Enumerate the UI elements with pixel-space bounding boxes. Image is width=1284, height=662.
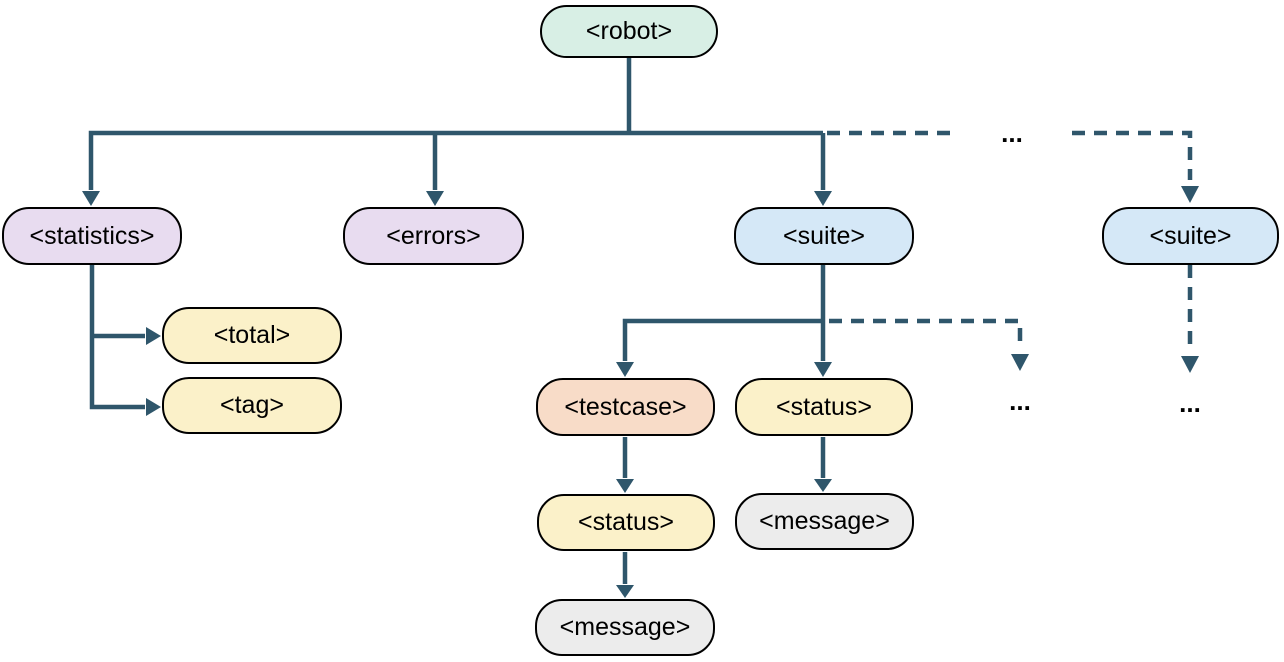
node-total-label: <total> [213,321,291,349]
node-suite-more: <suite> [1102,207,1279,265]
arrowhead-testcase-status [616,479,634,493]
node-testcase-message-label: <message> [559,613,691,641]
node-testcase-message: <message> [535,599,715,656]
arrowhead-suite-status [814,362,832,377]
ellipsis-more-suite-children: ... [1009,386,1031,416]
ellipsis-more-suites: ... [1001,118,1023,148]
node-errors-label: <errors> [386,221,481,250]
edge-statistics-spine-tag [89,265,145,410]
node-testcase-status: <status> [537,494,715,551]
node-suite-status: <status> [735,378,913,436]
node-tag-label: <tag> [220,391,284,419]
arrowhead-suite-more [1181,186,1199,203]
node-tag: <tag> [162,377,342,434]
node-suite-label: <suite> [782,221,865,250]
arrowhead-tag [146,398,161,416]
node-testcase-label: <testcase> [564,392,687,421]
node-suite: <suite> [734,207,914,265]
arrowhead-errors [426,191,444,206]
arrowhead-statistics [82,191,100,206]
node-statistics-label: <statistics> [29,221,155,250]
node-total: <total> [162,307,342,364]
node-suite-message: <message> [735,493,914,550]
node-statistics: <statistics> [2,207,182,265]
arrowhead-more-suite-children [1011,354,1029,371]
arrowhead-total [146,327,161,345]
edge-dashed-suite-children [829,318,1023,350]
arrowhead-suite [814,191,832,206]
arrowhead-more-nested [1181,356,1199,373]
edge-dashed-bus-suite-more [1072,130,1193,180]
edge-suite-subbus-testcase [622,318,823,361]
node-testcase: <testcase> [536,378,715,436]
node-testcase-status-label: <status> [578,508,674,536]
arrowhead-testcase [616,362,634,377]
node-robot: <robot> [540,5,718,58]
node-errors: <errors> [343,207,524,265]
node-suite-message-label: <message> [759,507,890,535]
edge-bus-and-statistics-drop [88,130,823,190]
node-suite-more-label: <suite> [1149,221,1232,250]
ellipsis-more-nested-suites: ... [1179,388,1201,418]
node-suite-status-label: <status> [776,392,872,421]
arrowhead-testcase-message [616,585,634,598]
node-robot-label: <robot> [585,17,673,45]
arrowhead-suite-message [814,479,832,492]
